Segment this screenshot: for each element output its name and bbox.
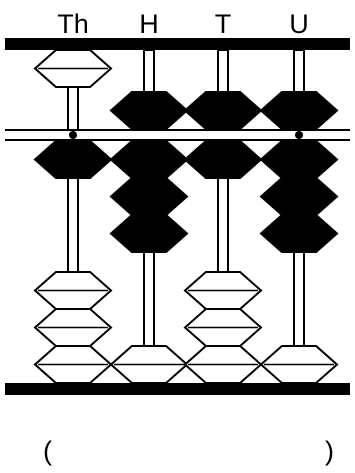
frame-top-bar bbox=[5, 38, 350, 50]
column-labels: Th H T U bbox=[57, 9, 309, 39]
lower-bead-u-3 bbox=[261, 215, 337, 252]
lower-bead-t-1 bbox=[185, 141, 261, 178]
lower-bead-u-2 bbox=[261, 178, 337, 215]
upper-bead-t bbox=[185, 92, 261, 129]
abacus-beads bbox=[35, 50, 337, 383]
answer-open-paren: ( bbox=[43, 438, 52, 465]
lower-bead-h-3 bbox=[111, 215, 187, 252]
upper-bead-h bbox=[111, 92, 187, 129]
column-label-th: Th bbox=[57, 9, 89, 39]
column-label-t: T bbox=[215, 9, 232, 39]
unit-dot-th bbox=[69, 131, 77, 139]
lower-bead-h-2 bbox=[111, 178, 187, 215]
column-label-u: U bbox=[289, 9, 309, 39]
answer-close-paren: ) bbox=[325, 438, 334, 465]
lower-bead-th-1 bbox=[35, 141, 111, 178]
lower-bead-h-1 bbox=[111, 141, 187, 178]
frame-bottom-bar bbox=[5, 383, 350, 395]
column-label-h: H bbox=[139, 9, 159, 39]
unit-dot-u bbox=[295, 131, 303, 139]
lower-bead-u-1 bbox=[261, 141, 337, 178]
upper-bead-u bbox=[261, 92, 337, 129]
